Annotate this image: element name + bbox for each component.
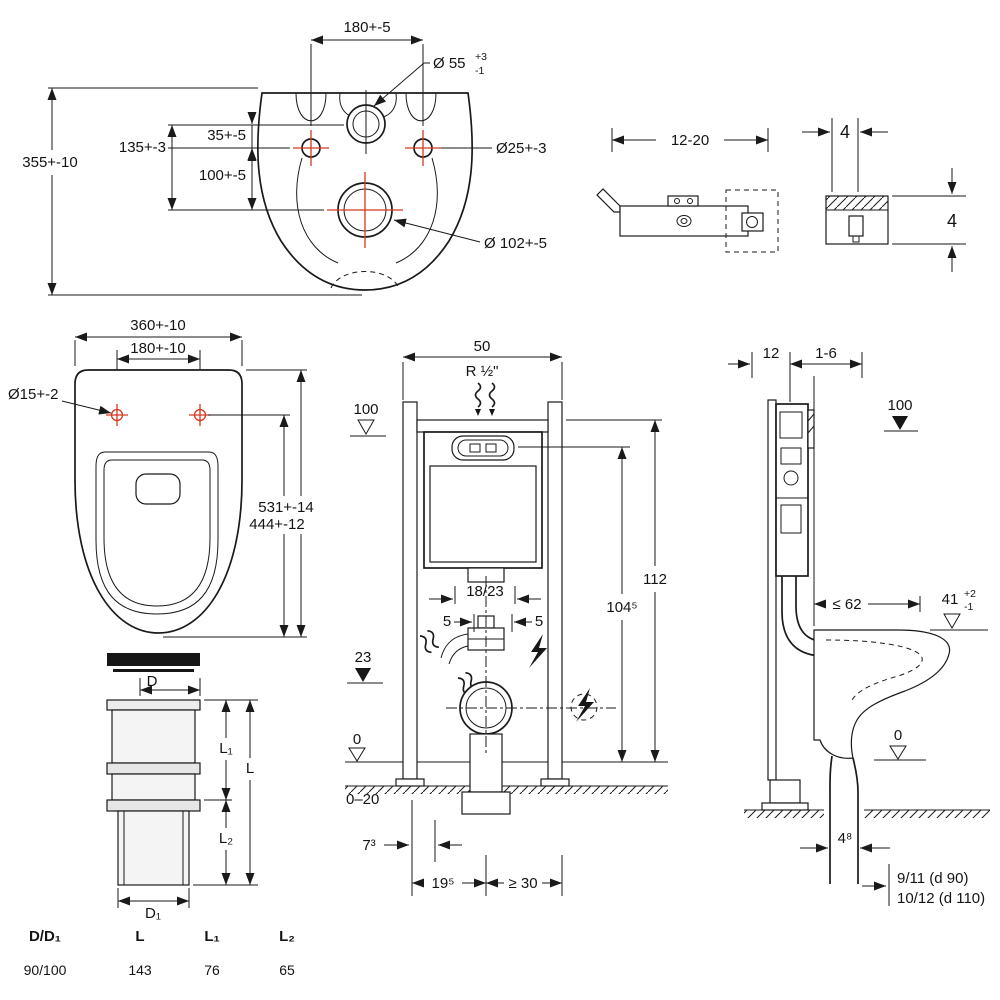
dim-19-5-label: 19⁵	[432, 875, 455, 892]
dim-9-11-label: 9/11 (d 90)	[897, 870, 968, 887]
datum-100-side-label: 100	[887, 397, 912, 414]
dim-25-label: Ø25+-3	[496, 140, 546, 157]
table-header-l2: L₂	[279, 928, 295, 945]
dim-5-left-label: 5	[443, 613, 451, 630]
table-value-l: 143	[128, 962, 152, 978]
frame-rail-side	[767, 399, 777, 781]
pipe-collar	[106, 699, 201, 711]
cistern-side	[775, 403, 809, 577]
gasket	[107, 653, 200, 666]
supply-thread-label: R ½"	[466, 363, 499, 380]
outlet-pipe-view: D L₁ L L₂ D₁	[106, 653, 258, 922]
table-value-dd1: 90/100	[24, 962, 67, 978]
bracket-hook	[596, 188, 621, 213]
dim-531-label: 531+-14	[258, 499, 313, 516]
frame-rail-right	[547, 401, 563, 780]
dim-4-8-label: 4⁸	[838, 830, 853, 847]
dim-15-label: Ø15+-2	[8, 386, 58, 403]
dim-41-label: 41	[942, 591, 959, 608]
dim-55-tol-dn: -1	[475, 65, 484, 77]
electrical-hazard-icon	[529, 634, 547, 668]
datum-triangle-open	[889, 745, 907, 760]
dim-135-label: 135+-3	[119, 139, 166, 156]
datum-triangle-filled	[892, 416, 908, 430]
datum-triangle-open	[357, 419, 375, 436]
dim-4-height-label: 4	[947, 211, 957, 231]
pipe-dimensions-table: D/D₁ L L₁ L₂ 90/100 143 76 65	[24, 928, 295, 978]
dim-12-label: 12	[763, 345, 780, 362]
table-header-dd1: D/D₁	[29, 928, 61, 945]
datum-0-label: 0	[353, 731, 361, 748]
seat-top-view: 360+-10 180+-10 Ø15+-2 531+-14 444+-12	[8, 317, 314, 638]
frame-front-view: 50 R ½" 100 23 0 0–20 18/23 5 5	[345, 338, 668, 896]
table-header-l1: L₁	[204, 928, 219, 945]
dim-41-tol-up: +2	[964, 588, 976, 600]
dim-L2-label: L₂	[219, 830, 233, 847]
dim-112-label: 112	[643, 571, 667, 588]
dim-1-6-label: 1-6	[815, 345, 837, 362]
wall-bracket-front-view: 4 4	[802, 118, 966, 272]
dim-50-label: 50	[474, 338, 491, 355]
dim-55-label: Ø 55	[433, 55, 466, 72]
flush-plate	[451, 435, 515, 461]
dim-41-tol-dn: -1	[964, 601, 973, 613]
frame-rail-left	[402, 401, 418, 780]
dim-7-3-label: 7³	[362, 837, 375, 854]
floor-range-label: 0–20	[346, 791, 379, 808]
dim-102-label: Ø 102+-5	[484, 235, 547, 252]
dim-355-label: 355+-10	[22, 154, 77, 171]
dim-360-label: 360+-10	[130, 317, 185, 334]
dim-55-tol-up: +3	[475, 51, 487, 63]
alt-drain-position	[570, 693, 598, 721]
dim-30-label: ≥ 30	[508, 875, 537, 892]
dim-D1-label: D₁	[145, 905, 161, 922]
water-flow-icon	[474, 382, 482, 416]
table-value-l2: 65	[279, 962, 295, 978]
dim-180-seat-label: 180+-10	[130, 340, 185, 357]
dim-104-5-label: 104⁵	[606, 599, 637, 616]
datum-triangle-open	[348, 747, 366, 762]
datum-23-label: 23	[355, 649, 372, 666]
dim-180-label: 180+-5	[343, 19, 390, 36]
dim-L-label: L	[246, 760, 254, 777]
water-flow-icon	[488, 382, 496, 416]
dim-L1-label: L₁	[219, 740, 232, 757]
datum-100-label: 100	[353, 401, 378, 418]
dim-4-width-label: 4	[840, 122, 850, 142]
pan-fixing-view: 180+-5 Ø 55 +3 -1 355+-10 135+-3 35+-5 1…	[22, 19, 547, 296]
dim-5-right-label: 5	[535, 613, 543, 630]
dim-D-label: D	[147, 673, 158, 690]
dim-10-12-label: 10/12 (d 110)	[897, 890, 985, 907]
flex-hose-icon	[419, 629, 439, 654]
dim-62-label: ≤ 62	[832, 596, 861, 613]
dim-12-20-label: 12-20	[671, 132, 709, 149]
pipe-lower	[117, 810, 190, 886]
table-value-l1: 76	[204, 962, 220, 978]
electrical-hazard-icon	[576, 688, 594, 722]
datum-triangle-open	[943, 613, 961, 630]
datum-0-side-label: 0	[894, 727, 902, 744]
dim-18-23-label: 18/23	[466, 583, 504, 600]
frame-side-view: 12 1-6 100 ≤ 62 41 +2 -1 0 4⁸ 9/11 (d 90…	[728, 345, 990, 907]
dim-100-label: 100+-5	[199, 167, 246, 184]
dim-35-label: 35+-5	[207, 127, 246, 144]
table-header-l: L	[135, 928, 144, 945]
wall-bracket-side-view: 12-20	[596, 128, 779, 253]
datum-triangle-filled	[355, 668, 371, 682]
bracket-plate	[619, 205, 749, 237]
dim-444-label: 444+-12	[249, 516, 304, 533]
pan-side-profile	[813, 629, 951, 759]
